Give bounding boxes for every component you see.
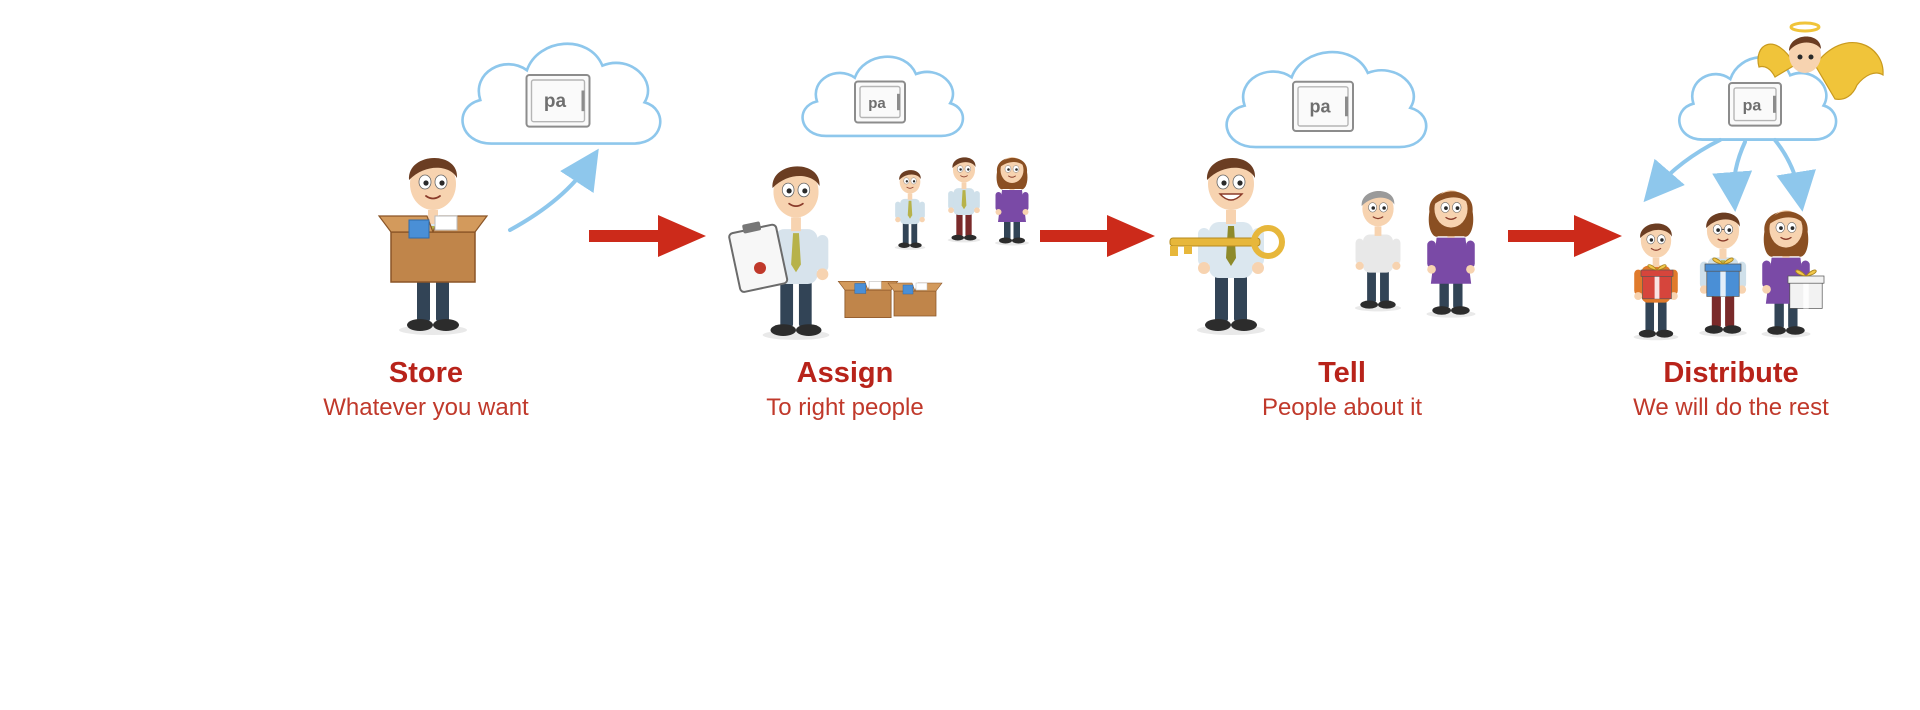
upload-arrow	[508, 148, 599, 232]
cloud-store: pa	[461, 42, 662, 145]
safe-label: pa	[868, 95, 886, 112]
tell-listener-2	[1426, 190, 1476, 318]
gift-icon-blue	[1704, 257, 1742, 297]
step-tell-title: Tell	[1318, 357, 1366, 389]
cloud-assign: pa	[801, 55, 965, 138]
safe-icon: pa	[525, 73, 591, 128]
gift-icon-red	[1640, 264, 1674, 300]
assign-team-member-3	[995, 157, 1029, 246]
distribute-arrow-right	[1773, 138, 1816, 212]
clouds-layer: pa pa pa pa	[461, 42, 1838, 149]
safe-label: pa	[544, 91, 567, 112]
figures-layer	[377, 21, 1884, 341]
arrow-tell-to-distribute	[1508, 215, 1622, 257]
safe-label: pa	[1309, 96, 1331, 116]
tell-listener-1	[1354, 191, 1402, 312]
key-icon	[1169, 225, 1285, 259]
store-box	[377, 215, 489, 283]
clipboard-icon	[728, 221, 789, 293]
step-distribute-subtitle: We will do the rest	[1633, 394, 1829, 421]
safe-label: pa	[1743, 97, 1762, 114]
arrow-store-to-assign	[589, 215, 706, 257]
arrow-assign-to-tell	[1040, 215, 1155, 257]
angel-icon	[1757, 21, 1884, 100]
arrows-layer	[508, 138, 1816, 257]
safe-icon: pa	[854, 80, 906, 124]
step-store-title: Store	[388, 357, 464, 389]
assign-box-1	[837, 280, 899, 319]
cloud-tell: pa	[1225, 50, 1428, 149]
assign-team-member-2	[947, 157, 981, 243]
assign-box-2	[887, 282, 943, 317]
step-tell-subtitle: People about it	[1261, 394, 1423, 421]
safe-icon: pa	[1728, 81, 1782, 127]
step-assign-title: Assign	[796, 357, 894, 389]
step-store-subtitle: Whatever you want	[323, 394, 529, 421]
gift-icon-white	[1787, 269, 1825, 309]
step-distribute-title: Distribute	[1663, 357, 1799, 389]
assign-team-member-1	[894, 170, 926, 250]
distribute-arrow-middle	[1712, 140, 1753, 212]
distribute-person-3	[1761, 210, 1811, 338]
distribute-arrow-left	[1643, 138, 1722, 203]
step-assign-subtitle: To right people	[766, 394, 924, 421]
safe-icon: pa	[1292, 80, 1354, 133]
